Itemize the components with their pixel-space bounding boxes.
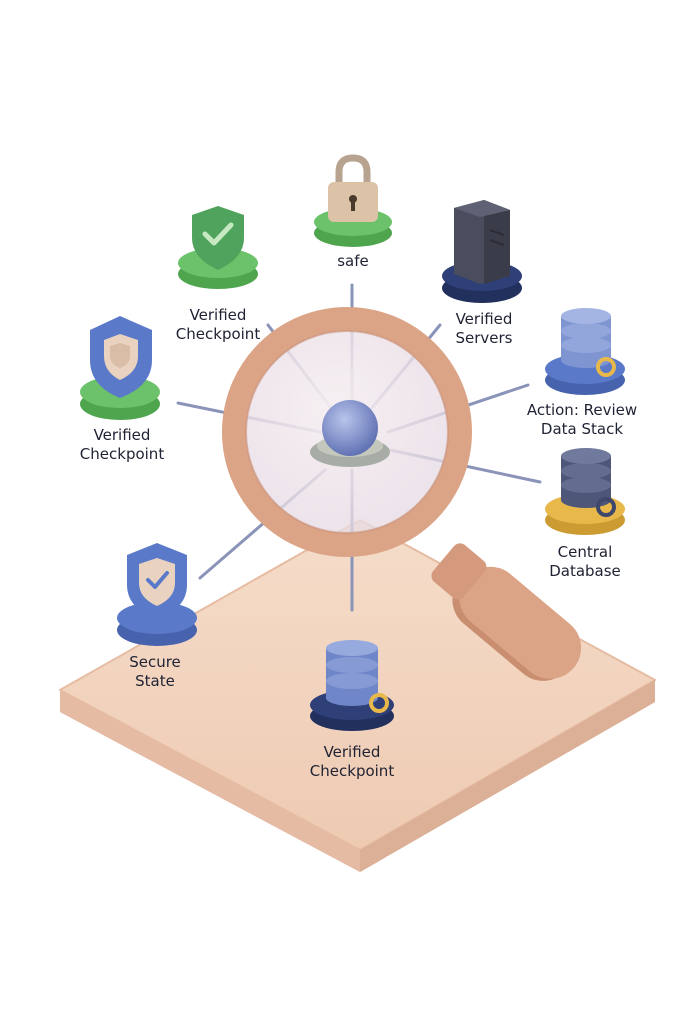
label-checkpoint-top: Verified Checkpoint	[176, 306, 260, 344]
label-checkpoint-bottom-line-1: Verified	[323, 743, 381, 761]
node-checkpoint-left	[80, 316, 160, 420]
label-central-db-line-1: Central	[557, 543, 613, 561]
database-icon	[326, 640, 389, 713]
node-secure-state	[117, 543, 197, 646]
node-central-db	[545, 448, 625, 535]
label-secure-state-line-1: Secure	[129, 653, 181, 671]
server-tower-icon	[454, 200, 510, 284]
magnifying-glass-icon	[222, 307, 582, 681]
label-checkpoint-top-line-1: Verified	[189, 306, 247, 324]
node-checkpoint-bottom	[310, 640, 394, 731]
label-servers-line-2: Servers	[455, 329, 513, 347]
check-shield-icon	[127, 543, 187, 620]
node-review-stack	[545, 308, 625, 395]
database-icon	[561, 448, 616, 517]
database-icon	[561, 308, 616, 377]
label-secure-state-line-2: State	[135, 672, 175, 690]
label-safe-line-1: safe	[337, 252, 369, 270]
label-checkpoint-left-line-1: Verified	[93, 426, 151, 444]
label-review-stack-line-2: Data Stack	[540, 420, 624, 438]
check-shield-icon	[192, 206, 244, 270]
node-checkpoint-top	[178, 206, 258, 289]
label-servers: Verified Servers	[455, 310, 512, 348]
label-checkpoint-bottom: Verified Checkpoint	[310, 743, 394, 781]
label-secure-state: Secure State	[129, 653, 181, 691]
label-safe: safe	[337, 252, 369, 271]
label-checkpoint-top-line-2: Checkpoint	[175, 325, 261, 343]
shield-icon	[90, 316, 152, 398]
label-checkpoint-bottom-line-2: Checkpoint	[309, 762, 395, 780]
padlock-icon	[328, 154, 378, 222]
label-servers-line-1: Verified	[455, 310, 513, 328]
label-checkpoint-left-line-2: Checkpoint	[79, 445, 165, 463]
label-central-db: Central Database	[549, 543, 621, 581]
node-servers	[442, 200, 522, 303]
label-checkpoint-left: Verified Checkpoint	[80, 426, 164, 464]
label-review-stack: Action: Review Data Stack	[527, 401, 637, 439]
label-review-stack-line-1: Action: Review	[526, 401, 638, 419]
node-safe	[314, 154, 392, 247]
label-central-db-line-2: Database	[549, 562, 621, 580]
